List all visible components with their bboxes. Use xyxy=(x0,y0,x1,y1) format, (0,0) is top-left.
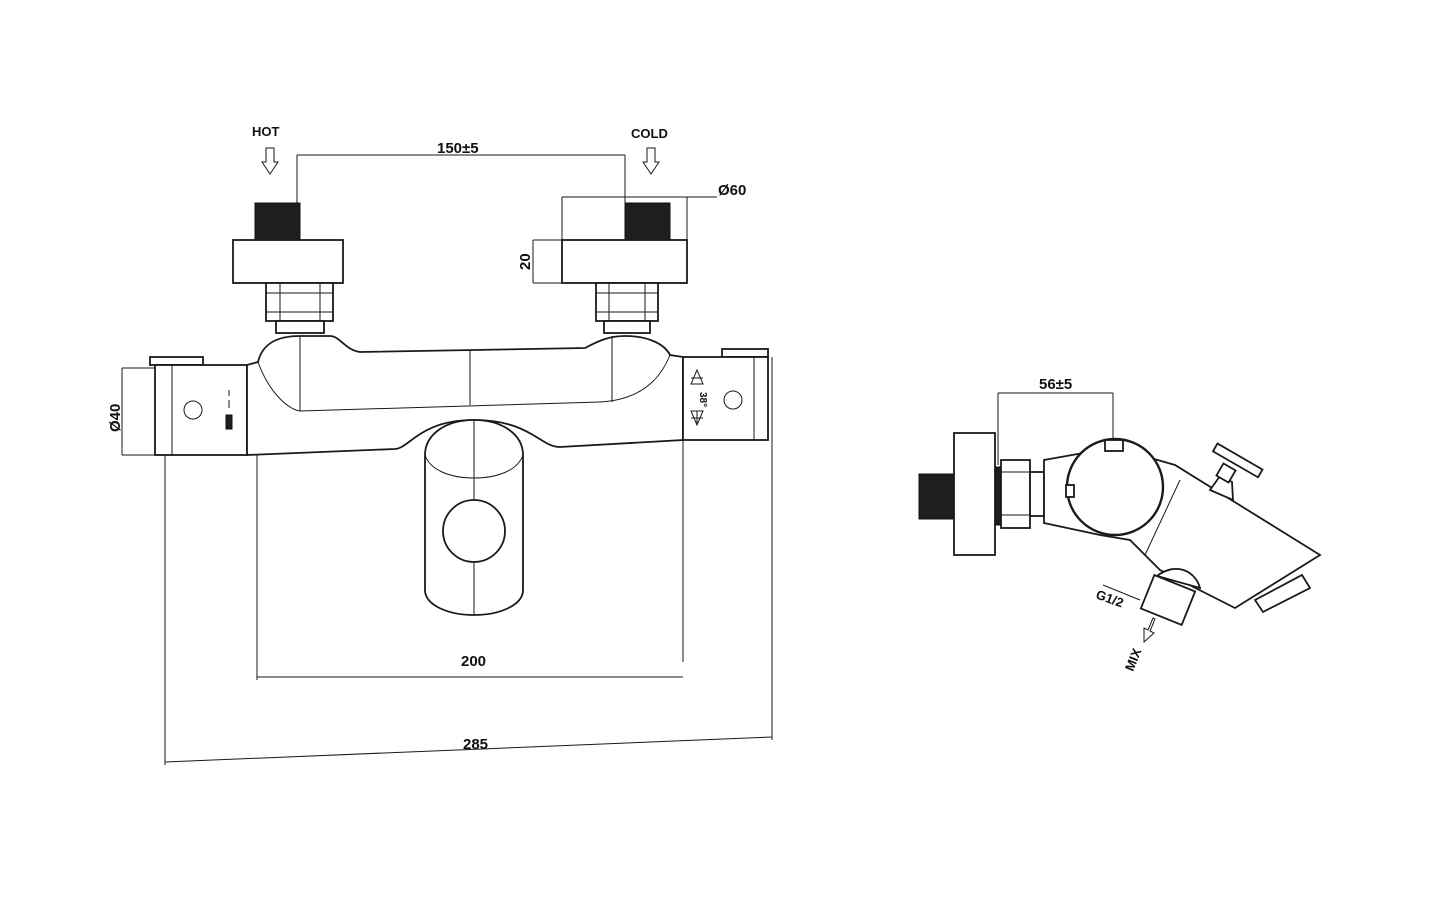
temp-down-icon xyxy=(690,410,704,427)
scale-marks xyxy=(225,390,233,430)
cold-inlet xyxy=(561,202,688,334)
side-view: 56±5 G1/2 MIX xyxy=(918,376,1322,673)
dimension-body-diameter: Ø40 xyxy=(107,367,155,456)
dimension-inlet-spacing: 150±5 xyxy=(296,140,626,205)
temp-up-icon xyxy=(690,368,704,385)
mixing-handle xyxy=(424,419,524,616)
hot-label: HOT xyxy=(252,124,280,139)
body-diameter-label: Ø40 xyxy=(107,404,124,432)
flange-diameter-label: Ø60 xyxy=(718,182,746,199)
mix-arrow-icon xyxy=(1143,617,1156,644)
mount-width-label: 200 xyxy=(461,653,486,670)
front-view: HOT COLD 150±5 Ø60 20 xyxy=(107,124,773,765)
dimension-overall-width: 285 xyxy=(164,736,773,763)
dimension-mount-width: 200 xyxy=(257,653,683,678)
wall-offset-label: 56±5 xyxy=(1039,376,1072,393)
hot-inlet xyxy=(232,202,344,334)
overall-width-label: 285 xyxy=(463,736,488,753)
outlet-thread-label: G1/2 xyxy=(1094,587,1126,611)
cold-label: COLD xyxy=(631,126,668,141)
mount-hole-left xyxy=(183,400,203,420)
inlet-spacing-label: 150±5 xyxy=(437,140,479,157)
diverter-knob xyxy=(1208,442,1264,502)
mix-label: MIX xyxy=(1122,646,1145,673)
dimension-flange-diameter: Ø60 xyxy=(561,182,746,240)
flange-depth-label: 20 xyxy=(517,253,534,270)
handle-knob xyxy=(442,499,506,563)
cold-arrow-icon xyxy=(642,147,660,175)
mount-hole-right xyxy=(723,390,743,410)
dimension-flange-depth: 20 xyxy=(517,239,562,284)
temperature-mark: 38° xyxy=(697,392,708,407)
hot-arrow-icon xyxy=(261,147,279,175)
outlet: G1/2 MIX xyxy=(1094,568,1202,673)
mixer-body: 38° xyxy=(149,335,769,456)
